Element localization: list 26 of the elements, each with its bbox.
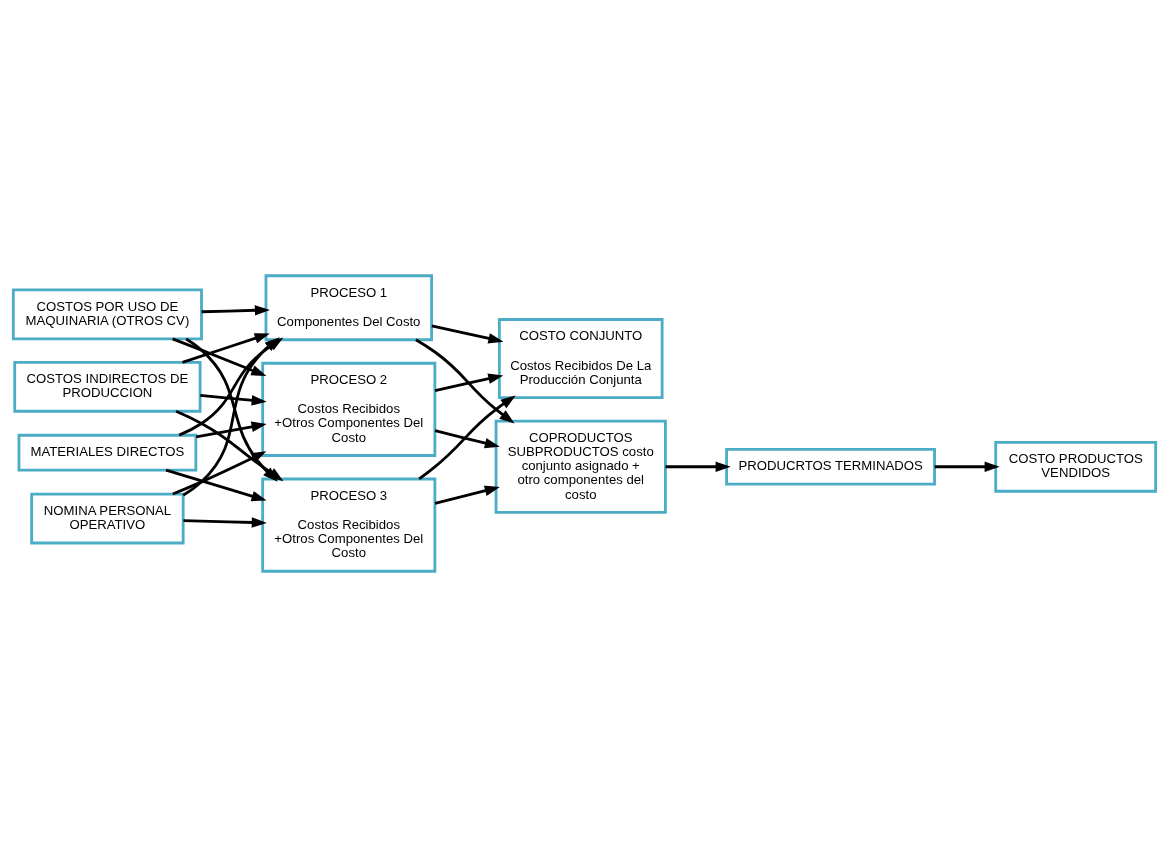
arrow [195,421,267,439]
node-box: COSTOS INDIRECTOS DE PRODUCCION [13,360,202,413]
node-box: COSTO PRODUCTOS VENDIDOS [994,440,1158,493]
arrow [201,305,270,316]
arrow [434,429,500,449]
arrow [172,337,267,377]
arrow [183,517,267,528]
node-box: MATERIALES DIRECTOS [17,433,198,472]
arrow [934,461,1000,473]
node-box: PROCESO 2 Costos Recibidos +Otros Componentes Del Costo [261,361,437,457]
node-box: COSTOS POR USO DE MAQUINARIA (OTROS CV) [11,288,203,341]
arrow [434,485,500,505]
arrow [418,395,516,480]
node-box: COSTO CONJUNTO Costos Recibidos De La Producción Conjunta [497,318,664,400]
arrow [165,468,267,502]
node-box: PROCESO 3 Costos Recibidos +Otros Componentes Del Costo [261,477,437,573]
node-box: COPRODUCTOS SUBPRODUCTOS costo conjunto asignado + otro componentes del costo [494,419,667,514]
node-box: NOMINA PERSONAL OPERATIVO [30,492,185,545]
arrow [431,324,504,344]
arrow [182,333,270,364]
arrow [415,338,515,424]
arrow [200,394,267,406]
arrow [665,461,731,473]
arrow [434,373,504,392]
node-box: PROCESO 1 Componentes Del Costo [264,274,433,342]
node-box: PRODUCRTOS TERMINADOS [725,447,936,486]
